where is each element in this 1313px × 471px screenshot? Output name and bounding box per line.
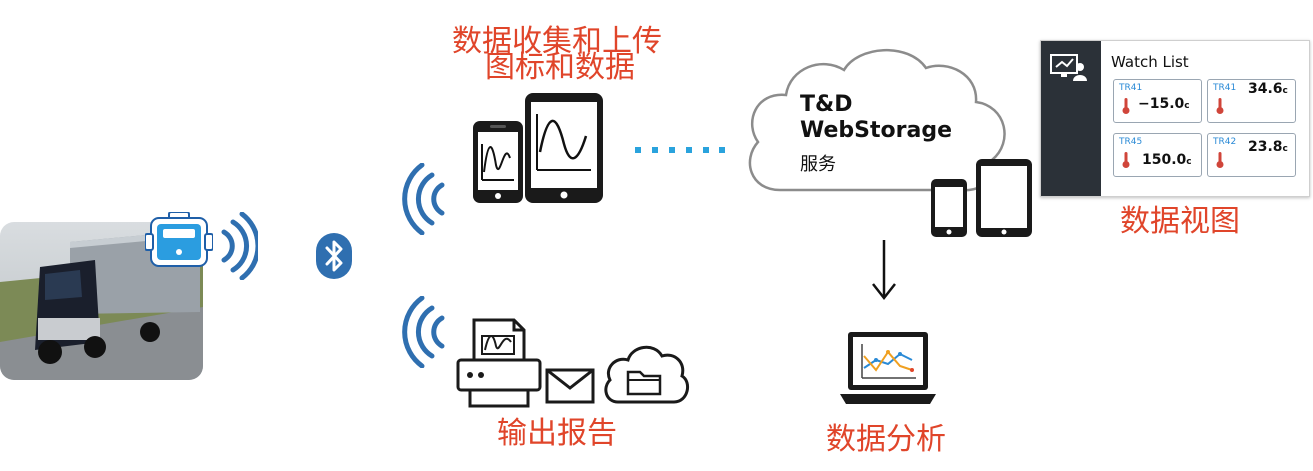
- tablet-icon: [975, 158, 1033, 238]
- cloud-brand-line2: WebStorage: [800, 118, 952, 143]
- cloud-folder-icon: [602, 340, 690, 406]
- tile-value: 23.8c: [1248, 139, 1288, 155]
- thermometer-icon: [1122, 152, 1130, 168]
- watch-tile: TR42 23.8c: [1207, 133, 1296, 177]
- watch-tile: TR41 34.6c: [1207, 79, 1296, 123]
- thermometer-icon: [1216, 152, 1224, 168]
- cloud-service-label: 服务: [800, 154, 836, 175]
- watch-tile: TR41 −15.0c: [1113, 79, 1202, 123]
- cloud-icon: [740, 40, 1015, 200]
- tile-tag: TR42: [1213, 137, 1237, 147]
- watch-list-panel: Watch List TR41 −15.0c TR41 34.6c TR45 1…: [1040, 40, 1310, 197]
- dotted-connector: [635, 147, 725, 155]
- watch-tile: TR45 150.0c: [1113, 133, 1202, 177]
- tile-value: 150.0c: [1142, 152, 1192, 168]
- smartphone-icon: [472, 120, 524, 204]
- caption-data-view: 数据视图: [1120, 204, 1240, 239]
- watch-list-title: Watch List: [1111, 53, 1189, 71]
- envelope-icon: [545, 368, 595, 404]
- caption-data-collection: 数据收集和上传: [452, 24, 662, 59]
- cloud-brand-line1: T&D: [800, 92, 853, 117]
- monitor-user-icon: [1049, 53, 1089, 83]
- caption-data-analysis: 数据分析: [826, 422, 946, 457]
- signal-waves-icon: [402, 163, 448, 235]
- tablet-icon: [524, 92, 604, 204]
- printer-icon: [456, 318, 542, 410]
- tile-value: −15.0c: [1138, 96, 1190, 112]
- signal-waves-icon: [218, 212, 258, 280]
- caption-output-report: 输出报告: [497, 416, 617, 451]
- down-arrow-icon: [869, 238, 899, 302]
- data-logger-icon: [145, 212, 213, 274]
- smartphone-icon: [930, 178, 968, 238]
- caption-icons-and-data: 图标和数据: [485, 50, 635, 85]
- tile-tag: TR45: [1119, 137, 1143, 147]
- tile-tag: TR41: [1213, 83, 1237, 93]
- thermometer-icon: [1216, 98, 1224, 114]
- bluetooth-icon: [316, 233, 352, 279]
- tile-value: 34.6c: [1248, 81, 1288, 97]
- laptop-chart-icon: [838, 330, 938, 406]
- watch-list-sidebar: [1041, 41, 1101, 196]
- thermometer-icon: [1122, 98, 1130, 114]
- signal-waves-icon: [402, 296, 448, 368]
- tile-tag: TR41: [1119, 83, 1143, 93]
